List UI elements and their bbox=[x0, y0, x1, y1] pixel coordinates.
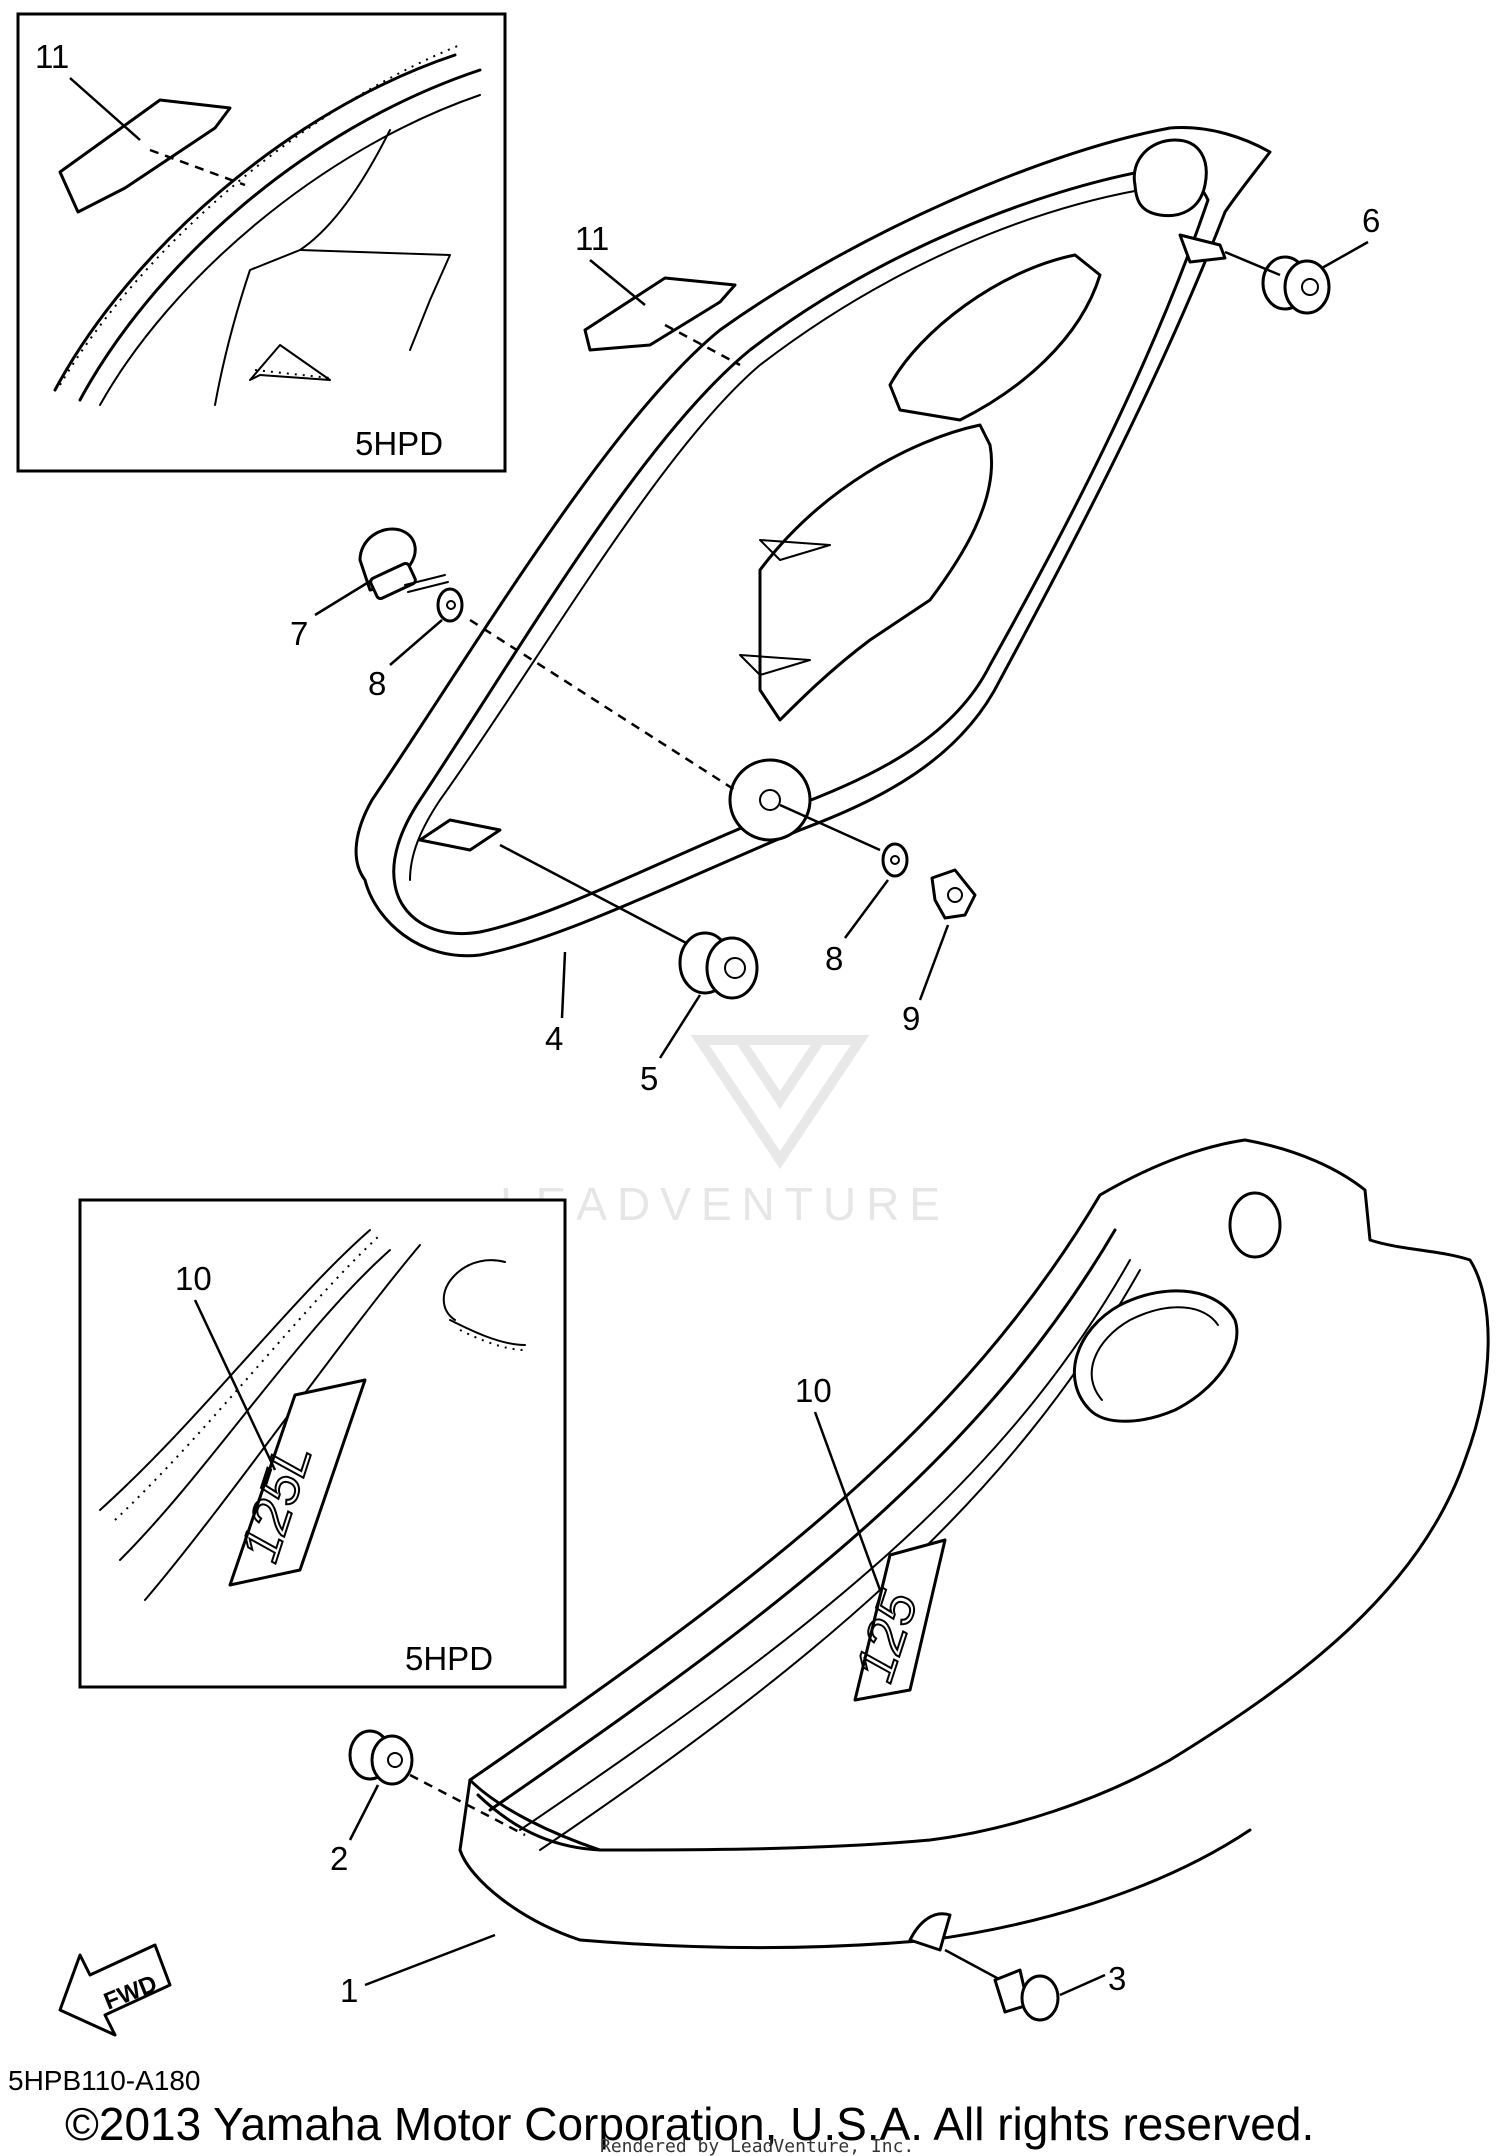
callout-3: 3 bbox=[1108, 1960, 1126, 1997]
fwd-arrow-icon bbox=[58, 1943, 172, 2037]
callout-10-inset: 10 bbox=[175, 1260, 212, 1297]
callout-4: 4 bbox=[545, 1020, 563, 1057]
callout-8-upper: 8 bbox=[368, 665, 386, 702]
part-3-bolt: 3 bbox=[944, 1948, 1126, 2022]
decal-11-inset bbox=[58, 98, 232, 214]
watermark-text: LEADVENTURE bbox=[500, 1178, 950, 1230]
part-11-decal: 11 bbox=[575, 220, 741, 367]
inset-frame bbox=[16, 12, 507, 473]
part-8-washer-upper: 8 bbox=[368, 587, 736, 792]
copyright-text: ©2013 Yamaha Motor Corporation, U.S.A. A… bbox=[65, 2098, 1314, 2150]
inset-bottom-left: 125L 10 5HPD bbox=[78, 1198, 567, 1689]
part-2-grommet: 2 bbox=[330, 1729, 526, 1877]
decal-10-inset bbox=[228, 1378, 367, 1587]
callout-6: 6 bbox=[1362, 202, 1380, 239]
part-5-grommet: 5 bbox=[499, 843, 759, 1097]
part-8-washer-lower: 8 bbox=[779, 803, 909, 977]
leadventure-watermark: LEADVENTURE bbox=[500, 1035, 950, 1230]
callout-7: 7 bbox=[290, 615, 308, 652]
part-6-grommet: 6 bbox=[1224, 202, 1380, 315]
callout-8-lower: 8 bbox=[825, 940, 843, 977]
part-1-side-cover: 125 10 1 bbox=[340, 1138, 1490, 2009]
callout-5: 5 bbox=[640, 1060, 658, 1097]
callout-11: 11 bbox=[575, 220, 609, 257]
inset-top-left: 11 5HPD bbox=[16, 12, 507, 473]
callout-9: 9 bbox=[902, 1000, 920, 1037]
callout-2: 2 bbox=[330, 1840, 348, 1877]
decal-10 bbox=[853, 1538, 947, 1702]
callout-1: 1 bbox=[340, 1972, 358, 2009]
diagram-code: 5HPB110-A180 bbox=[8, 2065, 201, 2096]
part-7-clip-screw: 7 bbox=[290, 527, 449, 652]
callout-11-inset: 11 bbox=[35, 38, 69, 75]
callout-10: 10 bbox=[795, 1372, 832, 1409]
fwd-arrow: FWD bbox=[58, 1943, 172, 2037]
grommet-boss bbox=[728, 758, 812, 842]
part-9-nut-clip: 9 bbox=[902, 868, 977, 1037]
inset-label-2: 5HPD bbox=[405, 1640, 493, 1677]
part-4-cover-frame: 4 bbox=[354, 126, 1272, 1057]
rendered-by-text: Rendered by LeadVenture, Inc. bbox=[600, 2136, 914, 2156]
watermark-logo-icon bbox=[690, 1035, 870, 1170]
inset-label: 5HPD bbox=[355, 425, 443, 462]
